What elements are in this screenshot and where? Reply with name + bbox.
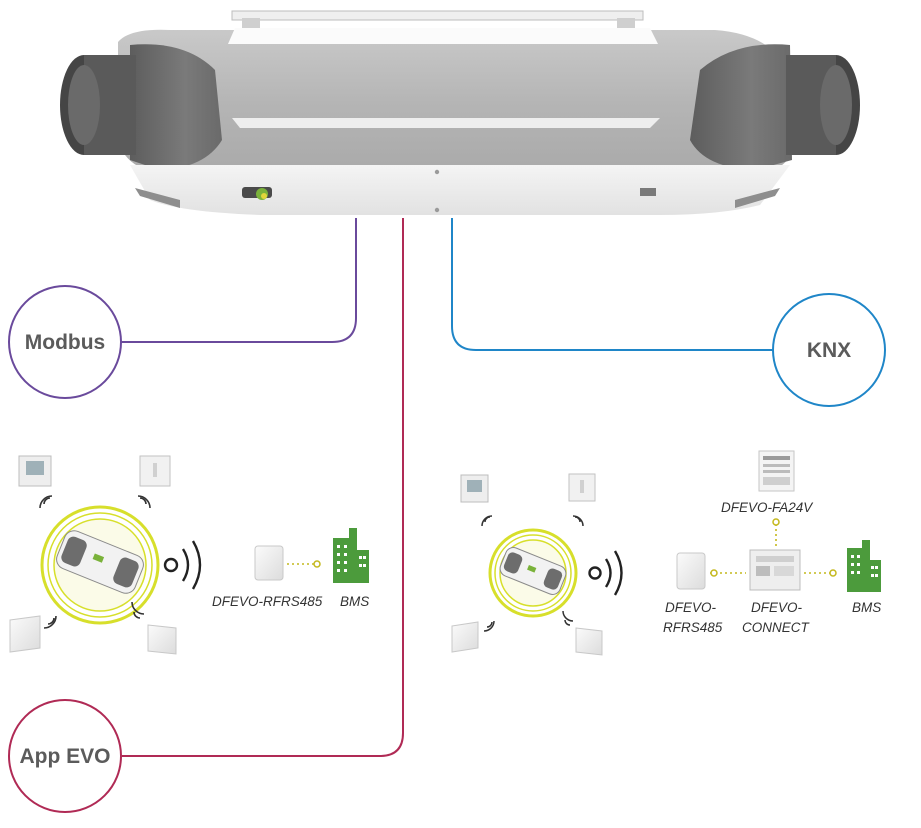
right-wireless-group: DFEVO-FA24V bbox=[451, 450, 881, 656]
ventilation-unit-icon bbox=[60, 10, 860, 215]
receiver-icon-right bbox=[676, 552, 706, 590]
wireless-waves-icon-large bbox=[163, 540, 202, 590]
wireless-waves-icon bbox=[39, 495, 151, 629]
modbus-label: Modbus bbox=[25, 331, 105, 354]
room-sensor-icon-right bbox=[451, 621, 479, 653]
fa24v-label: DFEVO-FA24V bbox=[721, 500, 814, 515]
connect-label-2: CONNECT bbox=[742, 620, 811, 635]
room-sensor-icon bbox=[9, 615, 41, 653]
building-icon-right bbox=[847, 540, 881, 592]
thermostat-icon bbox=[18, 455, 52, 487]
left-receiver-label: DFEVO-RFRS485 bbox=[212, 594, 323, 609]
knx-node: KNX bbox=[772, 293, 886, 407]
right-receiver-label-2: RFRS485 bbox=[663, 620, 723, 635]
wireless-waves-icon-right bbox=[481, 515, 584, 632]
fa24v-module-icon bbox=[758, 450, 795, 492]
left-bms-label: BMS bbox=[340, 594, 369, 609]
switch-icon-right bbox=[568, 473, 596, 502]
thermostat-icon-right bbox=[460, 474, 489, 503]
room-sensor-icon-right-2 bbox=[575, 627, 603, 656]
wireless-waves-icon-right-large bbox=[588, 550, 623, 596]
connect-label-1: DFEVO- bbox=[751, 600, 803, 615]
right-receiver-label-1: DFEVO- bbox=[665, 600, 717, 615]
mini-ventilation-unit-icon bbox=[56, 530, 144, 594]
connect-module-icon bbox=[749, 549, 801, 591]
modbus-line bbox=[120, 218, 357, 343]
mini-ventilation-unit-icon-right bbox=[499, 547, 567, 595]
right-bms-label: BMS bbox=[852, 600, 881, 615]
receiver-icon bbox=[254, 545, 284, 581]
left-wireless-group: DFEVO-RFRS485 BMS bbox=[9, 455, 369, 655]
switch-icon bbox=[139, 455, 171, 487]
room-sensor-icon-2 bbox=[147, 624, 177, 655]
knx-line bbox=[451, 218, 773, 351]
app-evo-node: App EVO bbox=[8, 699, 122, 813]
app-evo-line bbox=[122, 218, 404, 757]
modbus-node: Modbus bbox=[8, 285, 122, 399]
knx-label: KNX bbox=[807, 339, 851, 362]
app-evo-label: App EVO bbox=[19, 745, 110, 768]
building-icon bbox=[333, 528, 369, 583]
